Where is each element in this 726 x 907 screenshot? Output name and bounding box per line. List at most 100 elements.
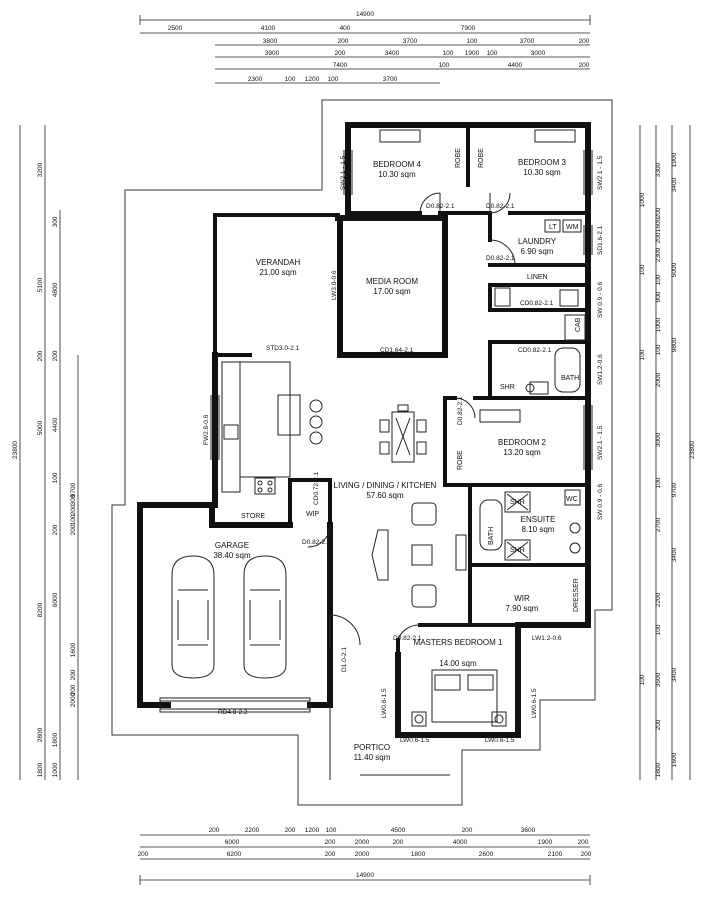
interior-walls [213,123,590,707]
code-lw-media: LW3.0-0.6 [331,270,338,300]
room-bedroom-4-area: 10.30 sqm [378,170,416,179]
dim-right-c3-3: 100 [639,674,646,685]
bedroom-furniture [379,129,576,727]
dim-bot-r3-5: 2600 [479,851,494,858]
room-living-name: LIVING / DINING / KITCHEN [334,481,437,490]
code-lw-master-r: LW0.6-1.5 [531,688,538,718]
dim-top-r4-2: 4400 [508,62,523,69]
code-d-bed4: D0.82-2.1 [426,203,455,210]
dim-left-c2-3: 4400 [52,417,59,432]
dim-right-c1-6: 3400 [671,667,678,682]
dim-left-c1-5: 2800 [37,727,44,742]
dim-top-r3-4: 1900 [465,50,480,57]
room-media-name: MEDIA ROOM [366,277,418,286]
dim-right-c1-1: 3400 [671,177,678,192]
dim-left-c1-1: 5100 [37,277,44,292]
dim-right-c2-9: 2000 [655,372,662,387]
room-portico-name: PORTICO [354,743,390,752]
dim-top-r5-0: 2300 [248,76,263,83]
dim-top-r1-2: 400 [340,25,351,32]
code-sw-bed3: SW2.1 - 1.5 [597,155,604,190]
dim-bottom-total: 14900 [356,872,374,879]
code-sw-bed4: SW2.1 - 1.5 [340,155,347,190]
dim-left-c1-4: 8200 [37,602,44,617]
code-std-verandah: STD3.0-2.1 [266,345,300,352]
room-bedroom-3-area: 10.30 sqm [523,168,561,177]
dim-bot-r3-6: 2100 [548,851,563,858]
label-linen: LINEN [527,274,548,281]
dim-bot-r1-4: 100 [326,827,337,834]
dim-top-r2-2: 3700 [403,38,418,45]
dim-top-r3-2: 3400 [385,50,400,57]
label-bath: BATH [561,375,579,382]
dim-left-c2-8: 1600 [70,642,77,657]
dim-bot-r3-2: 200 [325,851,336,858]
dim-bot-r1-0: 200 [209,827,220,834]
dim-bot-r2-0: 6000 [225,839,240,846]
room-media-area: 17.00 sqm [373,287,411,296]
dim-top-total: 14900 [356,11,374,18]
code-d-bed2: D0.82-2.1 [457,396,464,425]
dim-left-c2-6: 200 [52,524,59,535]
room-portico-area: 11.40 sqm [354,753,391,762]
dim-bot-r2-1: 200 [325,839,336,846]
dim-left-c3-0: 300 [70,494,77,505]
label-cab: CAB [575,317,582,332]
dim-left-c2-0: 300 [52,216,59,227]
label-lt: LT [549,224,557,231]
dim-right-c1-5: 3400 [671,547,678,562]
room-master-area: 14.00 sqm [439,659,477,668]
dining-table [379,404,427,463]
dim-top-r2-0: 3800 [263,38,278,45]
code-sd-laundry: SD1.6-2.1 [597,225,604,255]
label-robe-2: ROBE [457,450,464,470]
dim-right-c3-2: 100 [639,349,646,360]
dim-right-c2-0: 3300 [655,162,662,177]
dim-left-c1-0: 3200 [37,162,44,177]
code-lw-wir: LW1.2-0.6 [532,635,562,642]
dim-top-r1-3: 7900 [461,25,476,32]
dim-bot-r1-3: 1200 [305,827,320,834]
top-dimensions: 14900 2500 4100 400 7900 3800 200 3700 1… [139,11,591,84]
code-lw-portico: LW0.6-1.5 [381,688,388,718]
dim-right-c1-7: 1600 [671,752,678,767]
room-garage-name: GARAGE [215,541,249,550]
code-cd-media: CD1.64-2.1 [380,347,414,354]
code-fw-kitchen: FW2.8-0.6 [203,414,210,445]
dim-bot-r3-3: 2000 [355,851,370,858]
code-cd-wip: CD0.72-2.1 [313,471,320,505]
dim-right-c2-13: 2200 [655,592,662,607]
room-living-area: 57.60 sqm [366,491,404,500]
room-verandah-name: VERANDAH [256,258,301,267]
label-ensuite-bath: BATH [488,527,495,545]
code-sw-bath: SW1.2-0.6 [597,354,604,385]
dim-top-r2-1: 200 [338,38,349,45]
code-d-bed3: D0.82-2.1 [486,203,515,210]
dim-top-r5-3: 100 [328,76,339,83]
dim-left-outer: 23800 [12,441,19,459]
dim-top-r3-3: 100 [443,50,454,57]
code-lw-master-b1: LW0.6-1.5 [400,737,430,744]
dim-right-c2-8: 100 [655,344,662,355]
dim-top-r4-1: 100 [439,62,450,69]
code-sw-ensuite: SW 0.9 - 0.6 [597,483,604,520]
dim-right-c2-4: 2300 [655,247,662,262]
room-wir-area: 7.90 sqm [506,604,539,613]
room-garage-area: 38.40 sqm [213,551,251,560]
room-bedroom-4-name: BEDROOM 4 [373,160,422,169]
code-d-garage: D0.82-2.1 [302,539,331,546]
room-verandah-area: 21.00 sqm [259,268,297,277]
dim-bot-r3-1: 6200 [227,851,242,858]
room-ensuite-name: ENSUITE [521,515,556,524]
dim-left-c2-7: 6000 [52,592,59,607]
dim-right-c1-2: 5000 [671,262,678,277]
dim-left-c2-12: 1000 [52,762,59,777]
dim-top-r3-6: 3000 [531,50,546,57]
dim-right-c2-7: 1000 [655,317,662,332]
room-bedroom-2-area: 13.20 sqm [503,448,541,457]
dim-bot-r1-2: 200 [285,827,296,834]
dim-left-c2-2: 200 [52,350,59,361]
dim-top-r3-5: 100 [487,50,498,57]
room-laundry-name: LAUNDRY [518,237,557,246]
